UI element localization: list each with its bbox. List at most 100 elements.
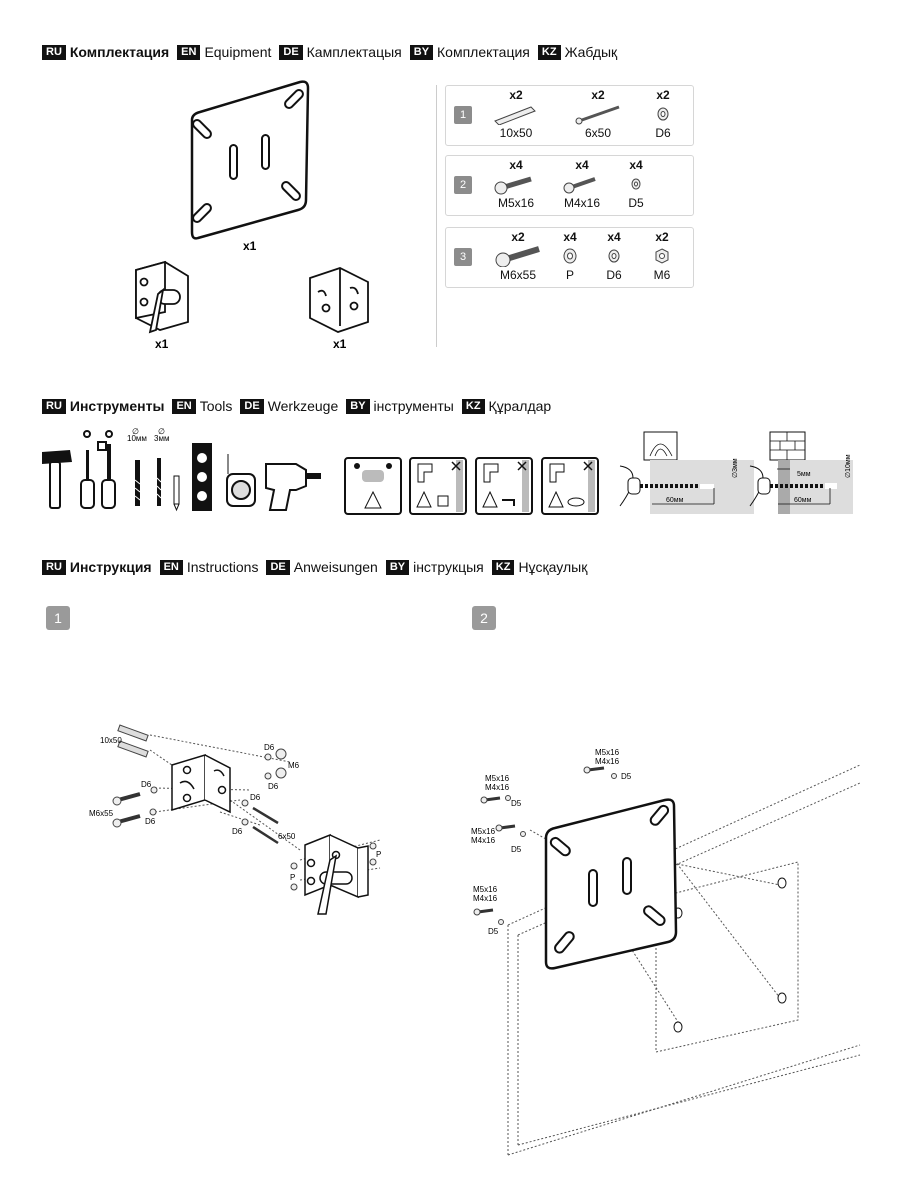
- lang-badge: RU: [42, 398, 66, 414]
- lang-badge: KZ: [461, 398, 485, 414]
- lang-badge: EN: [172, 398, 196, 414]
- flat-screwdriver-icon: [97, 430, 116, 509]
- bolt-icon: [563, 177, 596, 194]
- lang-badge: KZ: [537, 44, 561, 60]
- bolt-icon: [495, 246, 540, 267]
- bolt-label: M4x16: [595, 757, 620, 766]
- header-label: Құралдар: [488, 398, 552, 414]
- bolt-label: M5x16: [471, 827, 496, 836]
- pencil-icon: [173, 475, 180, 512]
- electric-warning-icon: [409, 457, 467, 515]
- diameter-symbol: ∅: [158, 427, 165, 436]
- washer-icon: [608, 249, 620, 263]
- brick-depth-label: 60мм: [794, 497, 812, 504]
- header-label: Werkzeuge: [267, 398, 339, 414]
- group-number: 1: [454, 106, 472, 124]
- washer-icon: [657, 107, 669, 121]
- header-label: Anweisungen: [293, 559, 378, 575]
- header-label: Инструменты: [69, 398, 165, 414]
- diameter-symbol: ∅: [132, 427, 139, 436]
- bolt-icon: [494, 176, 532, 195]
- washer-label: D6: [264, 743, 275, 752]
- wall-plate: [544, 798, 678, 970]
- screw-icon: [575, 105, 620, 125]
- lang-badge: BY: [346, 398, 370, 414]
- header-label: інструкцыя: [413, 559, 484, 575]
- divider: [436, 85, 437, 347]
- washer-label: D5: [488, 927, 499, 936]
- washer-label: D6: [145, 817, 156, 826]
- washer-label: D6: [268, 782, 279, 791]
- screw-label: 6x50: [278, 832, 296, 841]
- header-label: Комплектация: [69, 44, 170, 60]
- anchor-label: 10x50: [100, 736, 122, 745]
- bracket-b-qty: x1: [333, 337, 347, 351]
- drill-icon: [265, 463, 321, 511]
- hammer-icon: [42, 450, 72, 509]
- nut-icon: [655, 248, 669, 264]
- washer-label: D5: [621, 772, 632, 781]
- step-number-2: 2: [472, 606, 496, 630]
- washer-label: D5: [511, 799, 522, 808]
- wood-depth-label: 60мм: [666, 497, 684, 504]
- header-label: Tools: [199, 398, 233, 414]
- lang-badge: DE: [266, 559, 290, 575]
- group-number: 2: [454, 176, 472, 194]
- phillips-screwdriver-icon: [80, 430, 95, 509]
- bolt-label: M6x55: [89, 809, 114, 818]
- header-label: Комплектация: [437, 44, 530, 60]
- group-number: 3: [454, 248, 472, 266]
- lang-badge: RU: [42, 44, 66, 60]
- lang-badge: DE: [240, 398, 264, 414]
- bolt-label: M4x16: [473, 894, 498, 903]
- bracket-b-illustration: [309, 267, 369, 333]
- two-person-lift-warning-icon: [344, 457, 402, 515]
- drill-bit-1-label: 10мм: [127, 434, 147, 443]
- drill-bit-icon: [134, 460, 141, 506]
- plate-qty: x1: [243, 239, 257, 253]
- header-label: Нұсқаулық: [518, 559, 588, 575]
- washer-label: D6: [141, 780, 152, 789]
- anchor-icon: [494, 106, 536, 125]
- spirit-level-icon: [192, 443, 212, 511]
- drill-bit-icon: [156, 458, 162, 506]
- bracket-a-qty: x1: [155, 337, 169, 351]
- nut-label: M6: [288, 761, 300, 770]
- step-number-1: 1: [46, 606, 70, 630]
- bracket-a-illustration: [135, 260, 189, 334]
- header-label: Камплектацыя: [306, 44, 402, 60]
- lang-badge: KZ: [491, 559, 515, 575]
- bolt-label: M4x16: [485, 783, 510, 792]
- washer-label: D5: [511, 845, 522, 854]
- washer-label: D6: [232, 827, 243, 836]
- header-label: Инструкция: [69, 559, 152, 575]
- tape-measure-icon: [226, 454, 256, 507]
- gas-pipe-warning-icon: [541, 457, 599, 515]
- bolt-label: M5x16: [595, 748, 620, 757]
- lang-badge: BY: [409, 44, 434, 60]
- lang-badge: RU: [42, 559, 66, 575]
- washer-icon: [631, 178, 641, 190]
- bolt-label: M4x16: [471, 836, 496, 845]
- header-label: Instructions: [186, 559, 259, 575]
- washer-label: P: [290, 873, 295, 882]
- washer-icon: [563, 248, 577, 264]
- lang-badge: BY: [385, 559, 410, 575]
- header-label: Equipment: [204, 44, 272, 60]
- washer-label: P: [376, 850, 381, 859]
